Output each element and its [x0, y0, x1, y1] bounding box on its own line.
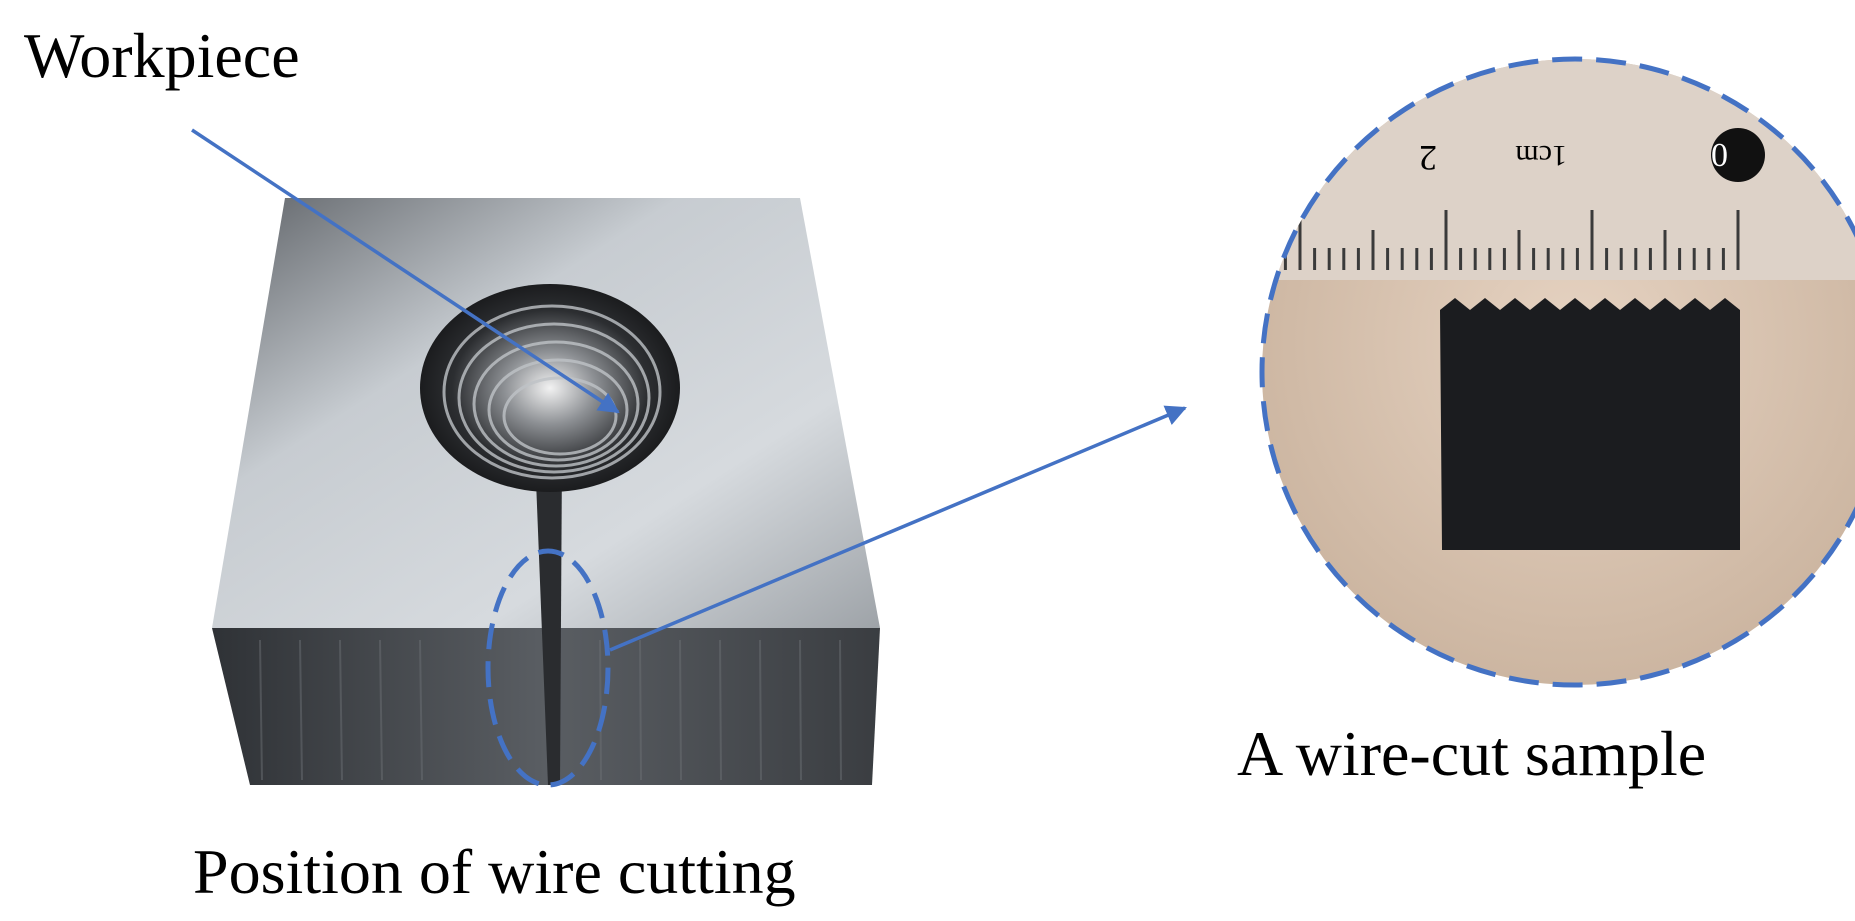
magnifier-dashed-circle: [1259, 56, 1855, 688]
ruler-number-0: 0: [1711, 136, 1728, 173]
cutting-position-ellipse: [485, 548, 611, 788]
wire-cut-sample-label: A wire-cut sample: [1237, 718, 1706, 789]
ruler-zero-dot: [1711, 128, 1765, 182]
cutting-position-label: Position of wire cutting: [193, 836, 796, 907]
workpiece-label: Workpiece: [24, 20, 300, 91]
annotations: [191, 56, 1855, 788]
front-face-texture: [259, 639, 842, 781]
wire-cut-slot: [535, 455, 562, 785]
workpiece-pointer-arrow-icon: [191, 128, 620, 414]
thread-rings: [442, 304, 662, 480]
ruler-ticks: [1269, 210, 1740, 270]
ruler-number-1cm: 1cm: [1515, 139, 1567, 172]
ruler-number-2: 2: [1419, 138, 1437, 178]
ruler-number-partial: 3: [1272, 138, 1290, 178]
sample-magnified-image: 3 2 1cm 0: [1262, 59, 1855, 685]
workpiece-image: [212, 198, 880, 785]
wire-cut-sample: [1440, 298, 1740, 550]
magnify-pointer-arrow-icon: [609, 405, 1187, 652]
